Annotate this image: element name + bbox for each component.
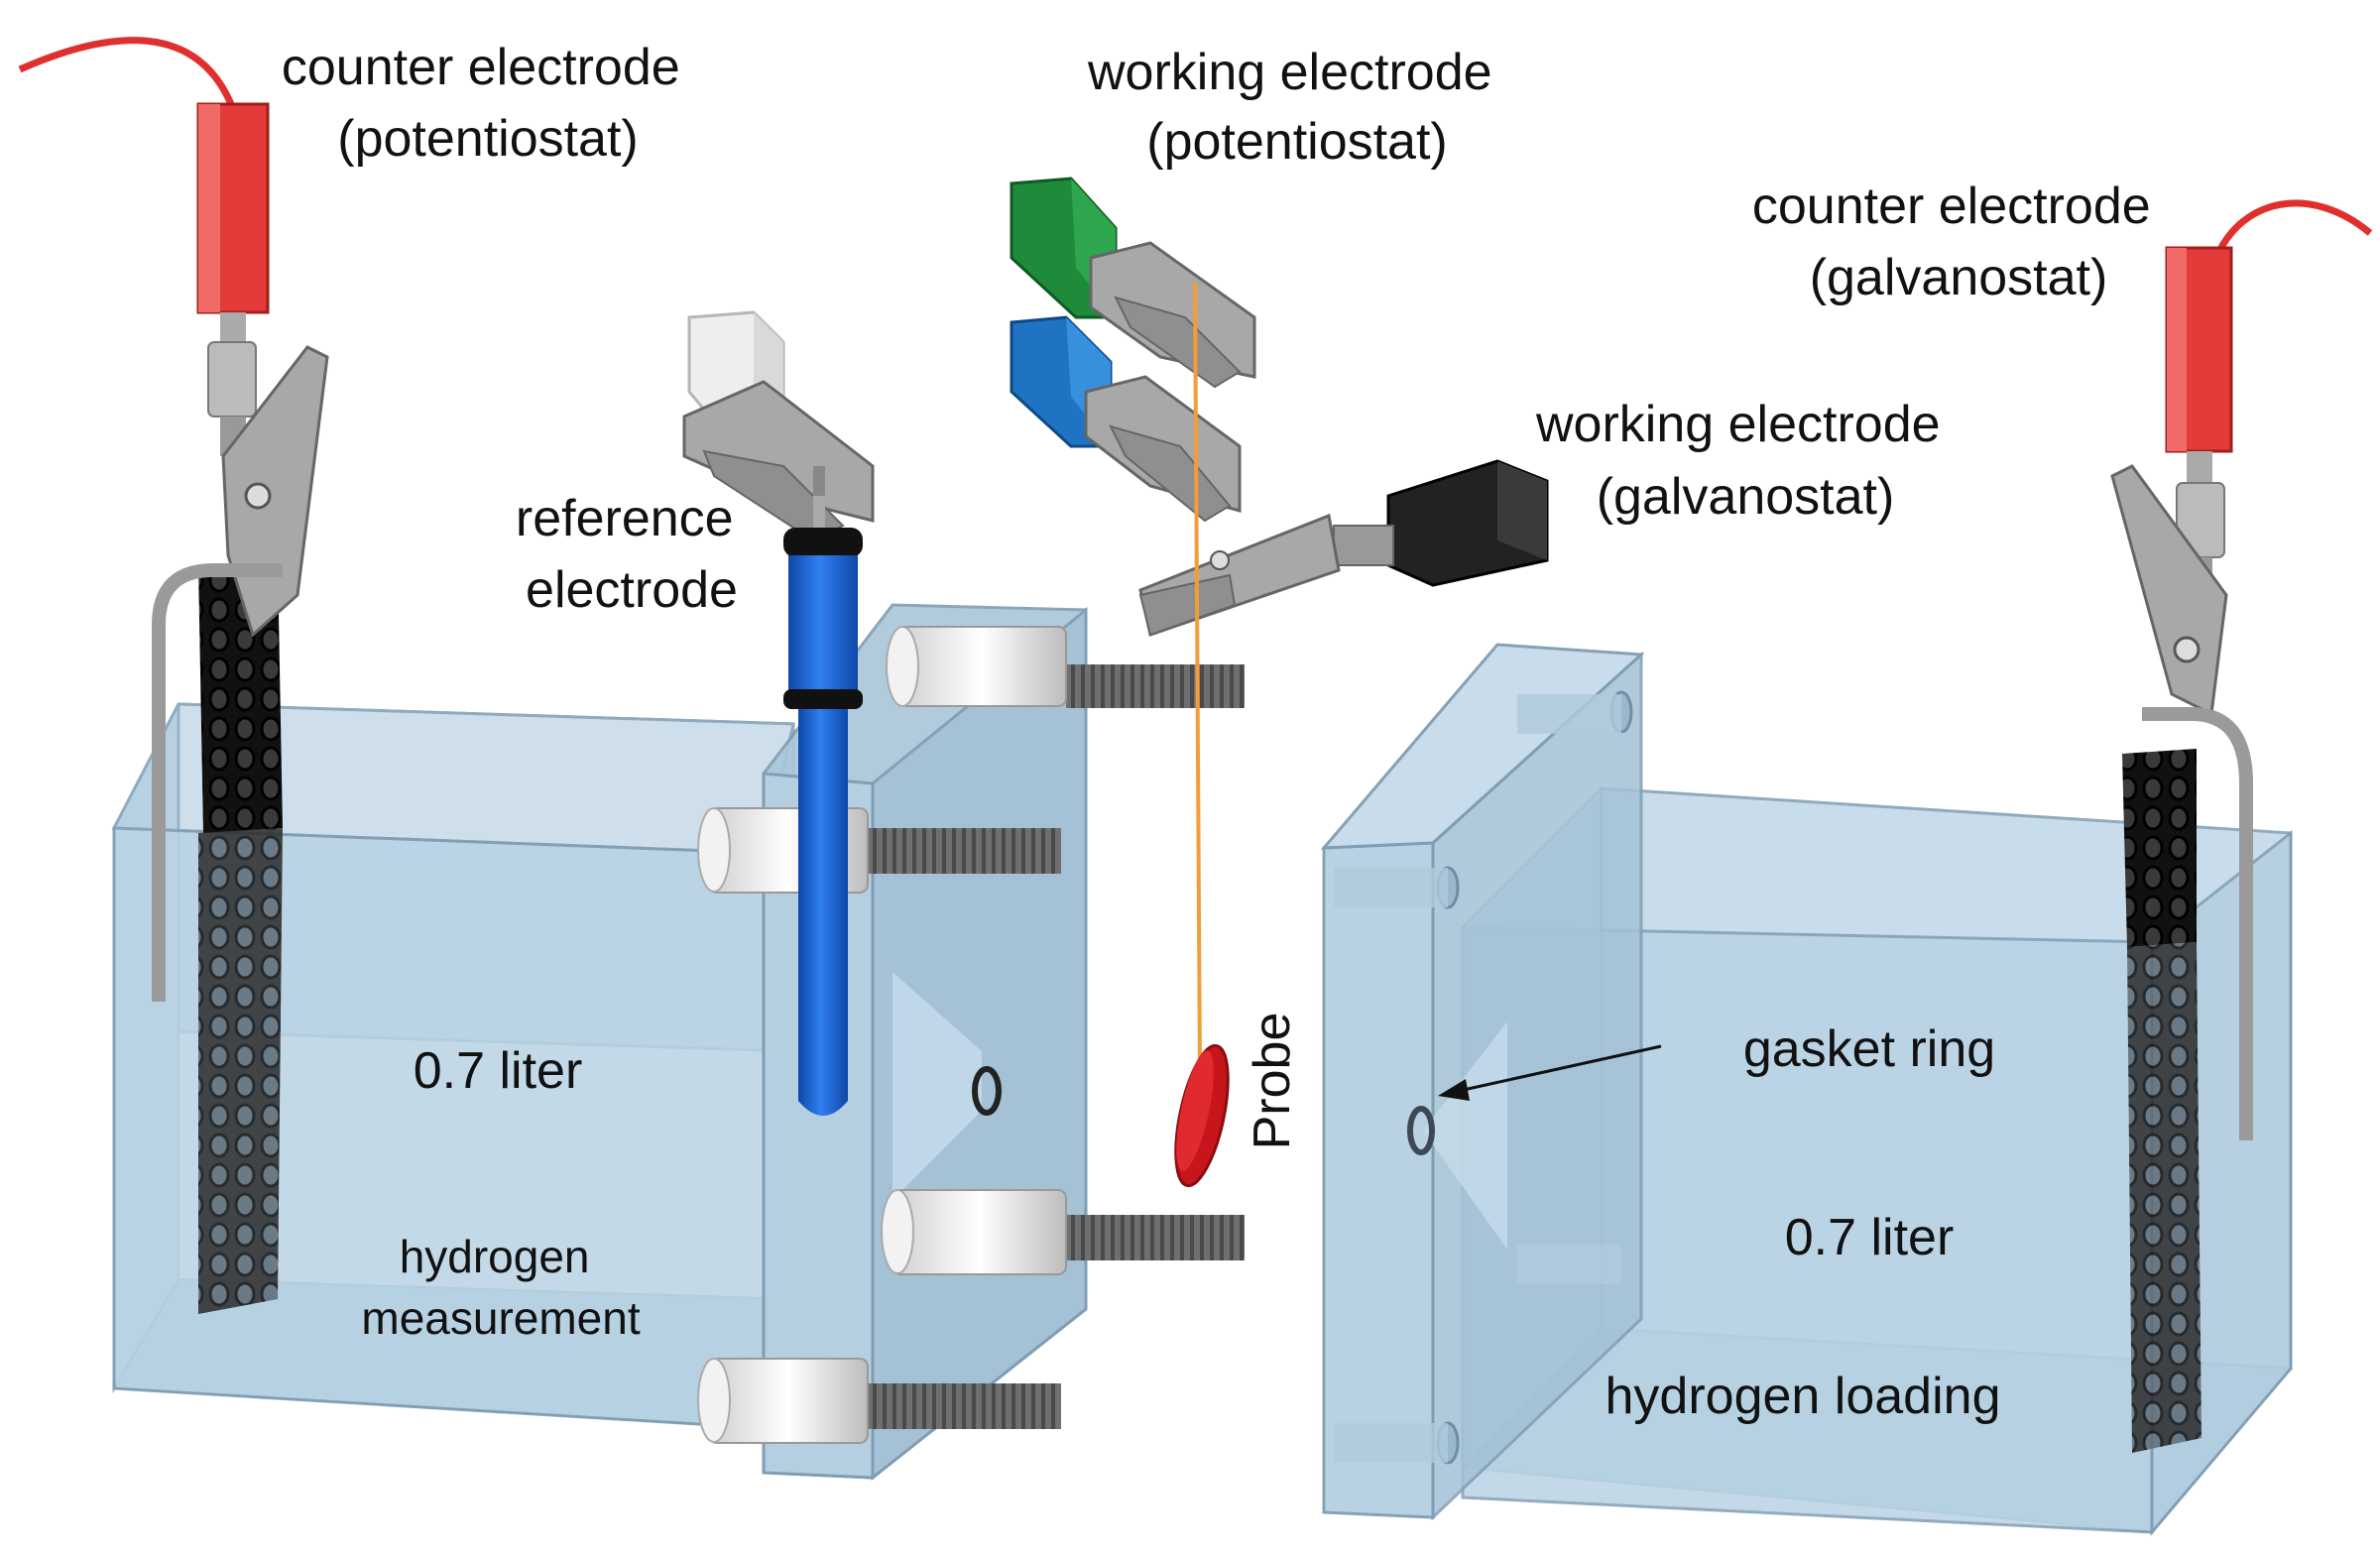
alligator-clip-icon (682, 380, 875, 542)
right-volume-label: 0.7 liter (1785, 1209, 1955, 1266)
working-electrode-potentiostat-label: working electrode (potentiostat) (1087, 44, 1506, 171)
reference-electrode-assembly (682, 310, 875, 1116)
alligator-clip-icon (1084, 375, 1242, 523)
counter-electrode-potentiostat-connector (18, 37, 329, 1002)
alligator-clip-icon (152, 345, 329, 1002)
screw-bolt-icon (881, 1189, 1245, 1275)
hydrogen-loading-label: hydrogen loading (1606, 1368, 2001, 1425)
hydrogen-measurement-label: hydrogen measurement (361, 1231, 640, 1344)
counter-electrode-galvanostat-label: counter electrode (galvanostat) (1752, 178, 2165, 306)
screw-bolt-icon (886, 626, 1245, 708)
left-volume-label: 0.7 liter (414, 1042, 583, 1100)
alligator-clip-icon (2110, 464, 2253, 1140)
counter-electrode-potentiostat-label: counter electrode (potentiostat) (282, 39, 694, 168)
alligator-clip-icon (1138, 513, 1341, 637)
working-electrode-potentiostat-connector (1010, 177, 1256, 523)
screw-bolt-icon (697, 1358, 1061, 1444)
probe-assembly (1174, 282, 1230, 1188)
mesh-electrode-icon (2122, 749, 2202, 1453)
banana-plug-icon (1386, 459, 1549, 587)
probe-label: Probe (1244, 1013, 1301, 1150)
mesh-electrode-icon (198, 560, 283, 1314)
working-electrode-galvanostat-label: working electrode (galvanostat) (1535, 396, 1955, 526)
right-gasket-ring (1407, 1106, 1435, 1155)
counter-electrode-galvanostat-connector (2110, 199, 2373, 1140)
gasket-ring-label: gasket ring (1743, 1020, 1995, 1078)
alligator-clip-icon (1089, 241, 1256, 389)
gasket-ring-arrow (1438, 1044, 1662, 1101)
left-gasket-ring (972, 1066, 1002, 1116)
reference-electrode-label: reference electrode (516, 490, 748, 619)
right-flange-plate (1320, 643, 1645, 1521)
working-electrode-galvanostat-connector (1138, 459, 1549, 637)
banana-plug-icon (196, 102, 270, 418)
banana-plug-icon (2165, 246, 2233, 558)
